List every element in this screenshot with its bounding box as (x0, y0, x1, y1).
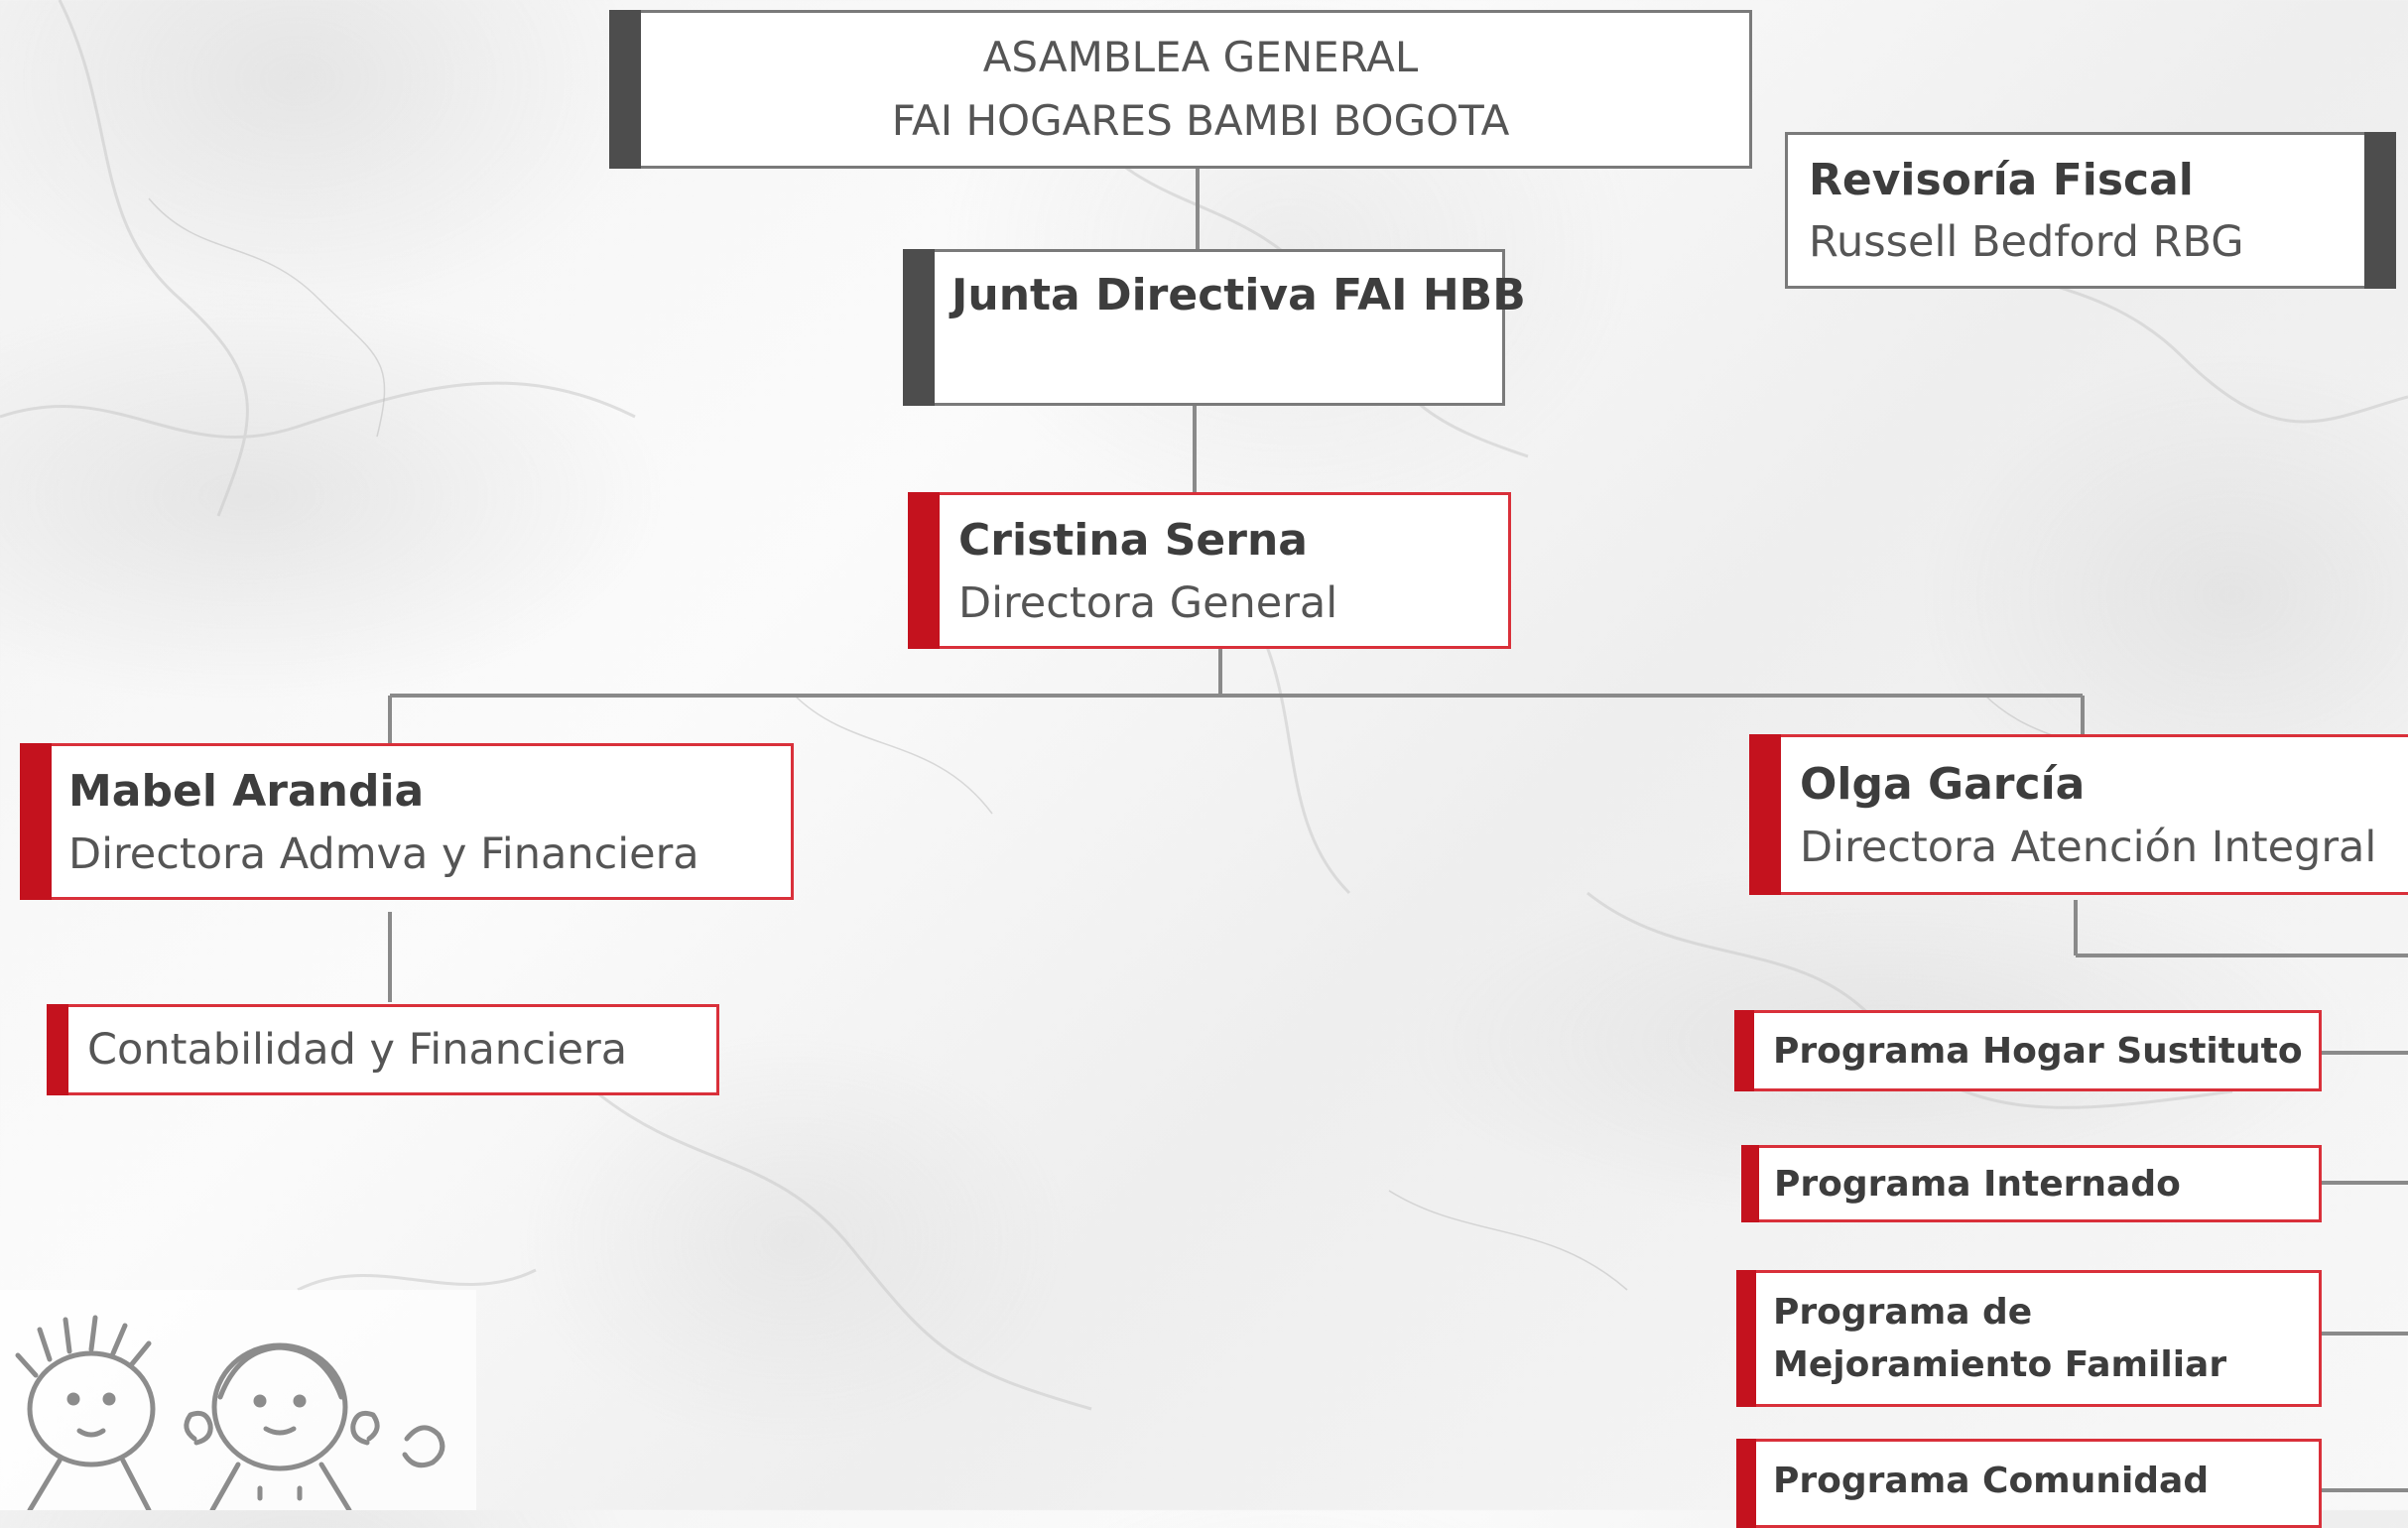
program-comunidad: Programa Comunidad (1736, 1439, 2322, 1528)
fiscal-title: Revisoría Fiscal (1809, 155, 2194, 205)
care-director-box: Olga García Directora Atención Integral (1749, 734, 2408, 895)
assembly-title: ASAMBLEA GENERAL (982, 33, 1419, 81)
care-director-name: Olga García (1800, 759, 2086, 810)
fiscal-box: Revisoría Fiscal Russell Bedford RBG (1785, 132, 2396, 289)
accounting-label: Contabilidad y Financiera (87, 1025, 628, 1075)
assembly-box: ASAMBLEA GENERAL FAI HOGARES BAMBI BOGOT… (609, 10, 1752, 169)
fiscal-accent-bar (2364, 132, 2396, 289)
fiscal-firm: Russell Bedford RBG (1809, 217, 2244, 267)
accounting-accent-bar (47, 1004, 68, 1095)
program-label-line1: Programa de (1773, 1292, 2033, 1333)
assembly-subtitle: FAI HOGARES BAMBI BOGOTA (891, 96, 1510, 145)
program-label: Programa Comunidad (1773, 1461, 2210, 1501)
program-hogar-sustituto: Programa Hogar Sustituto (1734, 1010, 2322, 1091)
director-general-accent-bar (908, 492, 940, 649)
admin-director-box: Mabel Arandia Directora Admva y Financie… (20, 743, 794, 900)
program-label: Programa Internado (1774, 1164, 2181, 1205)
program-accent-bar (1736, 1439, 1756, 1528)
admin-director-accent-bar (20, 743, 52, 900)
program-label: Programa Hogar Sustituto (1773, 1031, 2303, 1072)
care-director-role: Directora Atención Integral (1800, 823, 2377, 872)
program-accent-bar (1734, 1010, 1754, 1091)
program-label-line2: Mejoramiento Familiar (1773, 1344, 2227, 1385)
program-accent-bar (1741, 1145, 1759, 1222)
program-mejoramiento-familiar: Programa de Mejoramiento Familiar (1736, 1270, 2322, 1407)
admin-director-name: Mabel Arandia (68, 766, 425, 817)
director-general-role: Directora General (958, 578, 1338, 628)
assembly-accent-bar (609, 10, 641, 169)
children-drawing-logo (0, 1290, 476, 1510)
director-general-name: Cristina Serna (958, 515, 1308, 566)
board-title: Junta Directiva FAI HBB (951, 270, 1526, 320)
board-box: Junta Directiva FAI HBB (903, 249, 1526, 406)
director-general-box: Cristina Serna Directora General (908, 492, 1511, 649)
board-accent-bar (903, 249, 935, 406)
admin-director-role: Directora Admva y Financiera (68, 829, 699, 879)
care-director-accent-bar (1749, 734, 1781, 895)
program-internado: Programa Internado (1741, 1145, 2322, 1222)
accounting-box: Contabilidad y Financiera (47, 1004, 719, 1095)
program-accent-bar (1736, 1270, 1756, 1407)
